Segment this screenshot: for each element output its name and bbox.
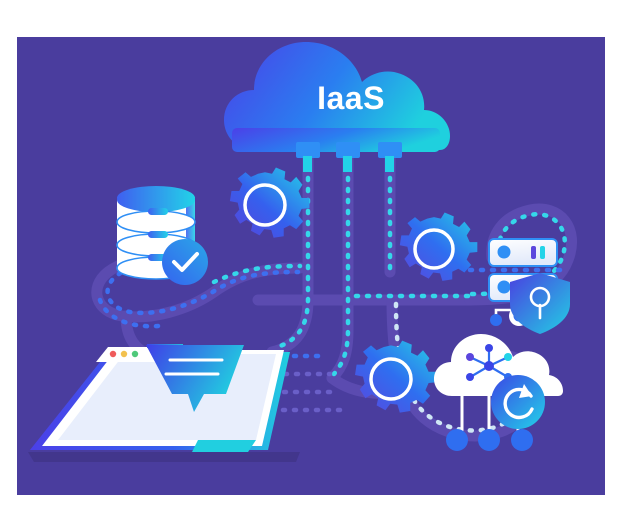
check-badge bbox=[162, 239, 208, 285]
laptop-browser-window bbox=[28, 344, 300, 462]
gear-top-left bbox=[229, 167, 310, 238]
database-stack bbox=[116, 186, 208, 285]
refresh-badge bbox=[491, 375, 545, 429]
server-rack-secure bbox=[488, 238, 570, 334]
cloud-connectors bbox=[296, 142, 402, 172]
cloud-label: IaaS bbox=[317, 80, 385, 116]
gear-bottom-center bbox=[355, 340, 437, 413]
shield-lock-badge bbox=[510, 273, 570, 334]
close-dot bbox=[109, 350, 117, 358]
cloud-network-sync bbox=[434, 334, 563, 451]
gear-mid-right bbox=[399, 212, 478, 281]
minimize-dot bbox=[120, 350, 128, 358]
maximize-dot bbox=[131, 350, 139, 358]
message-bubble bbox=[146, 344, 244, 412]
